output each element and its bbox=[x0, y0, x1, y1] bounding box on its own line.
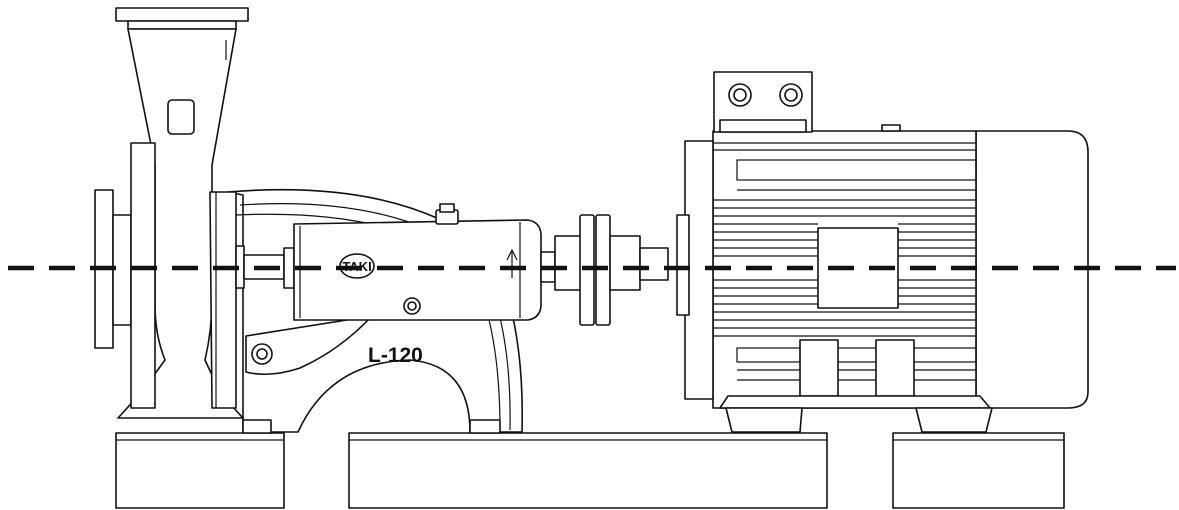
bearing-housing: TAKI bbox=[293, 203, 556, 321]
electric-motor bbox=[676, 71, 1089, 433]
coupling bbox=[554, 214, 669, 326]
model-label: L-120 bbox=[368, 344, 423, 367]
base-skids bbox=[115, 432, 1065, 509]
motor-fins bbox=[713, 142, 977, 381]
